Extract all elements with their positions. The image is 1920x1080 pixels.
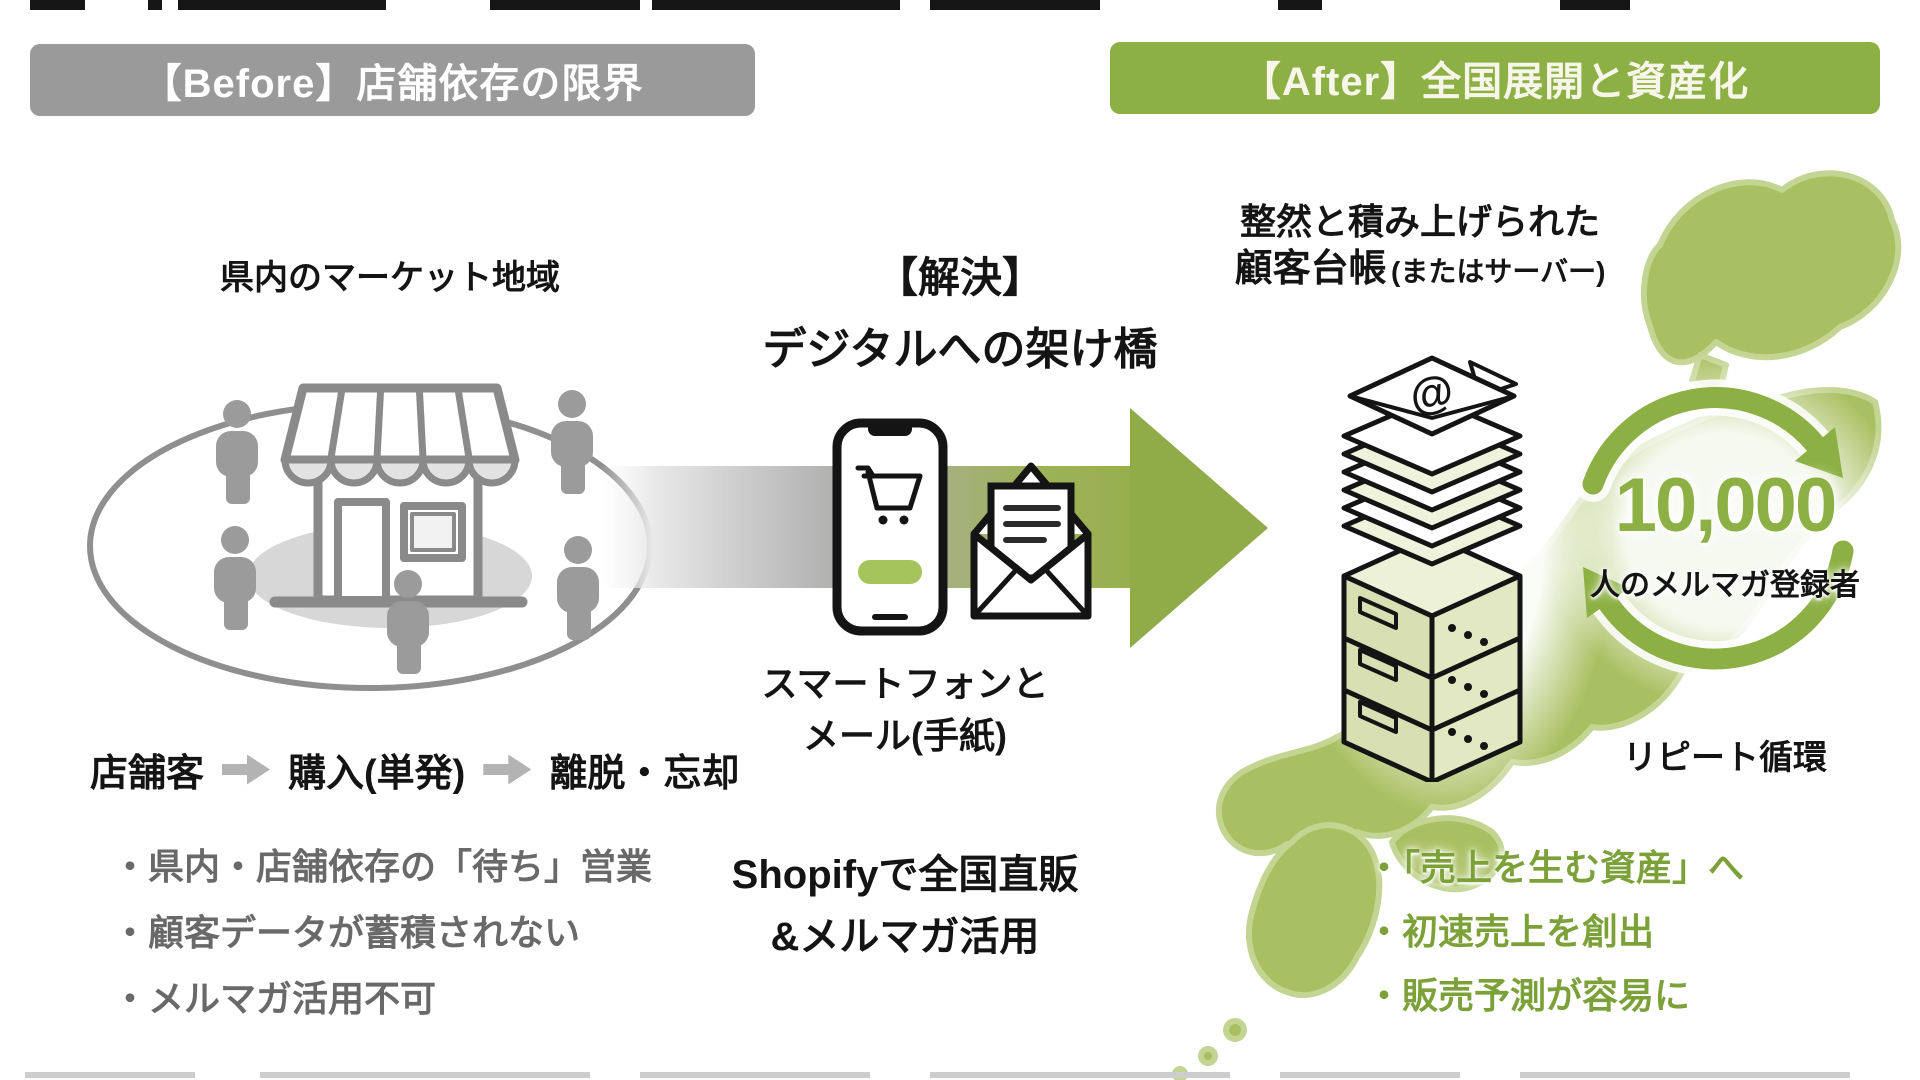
cropped-edge-fragment <box>490 0 640 10</box>
phone-home-bar <box>872 614 908 620</box>
before-bullet: ・顧客データが蓄積されない <box>112 912 581 953</box>
ledger-heading-line2-sub: (またはサーバー) <box>1391 256 1606 287</box>
subscriber-count-label: 人のメルマガ登録者 <box>1590 569 1860 602</box>
flow-arrow-icon <box>222 754 271 785</box>
repeat-cycle-label: リピート循環 <box>1623 739 1827 777</box>
store-icon <box>269 383 528 608</box>
cropped-edge-fragment <box>652 0 900 10</box>
cropped-edge-fragment <box>260 1072 590 1078</box>
ledger-heading-line2-main: 顧客台帳 <box>1234 248 1387 290</box>
cropped-edge-fragment <box>178 0 236 10</box>
cropped-edge-fragment <box>1278 0 1322 10</box>
open-envelope-icon <box>970 462 1092 620</box>
cropped-edge-fragment <box>25 1072 195 1078</box>
cropped-edge-fragment <box>148 0 162 10</box>
ledger-heading-line1: 整然と積み上げられた <box>1239 201 1600 242</box>
flow-arrow-icon <box>483 754 532 785</box>
server-stack-icon: @ <box>1341 355 1523 782</box>
after-bullet-list: ・「売上を生む資産」へ ・初速売上を創出 ・販売予測が容易に <box>1366 836 1744 1028</box>
cropped-edge-fragment <box>930 1072 1230 1078</box>
phone-button <box>858 560 922 584</box>
before-bullet-list: ・県内・店舗依存の「待ち」営業 ・顧客データが蓄積されない ・メルマガ活用不可 <box>112 834 652 1032</box>
before-banner-title: 【Before】店舗依存の限界 <box>141 62 644 106</box>
flow-step-purchase: 購入(単発) <box>288 753 466 795</box>
cropped-edge-fragment <box>1280 1072 1460 1078</box>
flow-step-store-customer: 店舗客 <box>90 753 205 795</box>
after-bullet: ・初速売上を創出 <box>1366 911 1655 952</box>
after-banner-title: 【After】全国展開と資産化 <box>1240 60 1750 104</box>
smartphone-icon <box>832 418 948 636</box>
after-bullet: ・販売予測が容易に <box>1366 975 1691 1016</box>
before-bullet: ・メルマガ活用不可 <box>112 978 437 1019</box>
market-area-label: 県内のマーケット地域 <box>220 259 560 297</box>
arrow-head <box>1130 408 1268 648</box>
cropped-edge-fragment <box>30 0 85 10</box>
solution-footer: Shopifyで全国直販 &メルマガ活用 <box>680 844 1130 968</box>
cropped-edge-fragment <box>1520 1072 1850 1078</box>
solution-caption: スマートフォンと メール(手紙) <box>690 658 1120 762</box>
cropped-edge-fragment <box>930 0 1100 10</box>
cropped-edge-fragment <box>640 1072 870 1078</box>
solution-caption-line2: メール(手紙) <box>803 715 1007 756</box>
ledger-heading: 整然と積み上げられた 顧客台帳 (またはサーバー) <box>1170 198 1670 300</box>
subscriber-count: 10,000 <box>1614 463 1837 548</box>
cropped-edge-fragment <box>1560 0 1630 10</box>
cycle-arrows-icon <box>1575 379 1861 677</box>
solution-title-line2: デジタルへの架け橋 <box>762 325 1158 374</box>
flow-step-churn: 離脱・忘却 <box>549 753 740 795</box>
solution-title-line1: 【解決】 <box>875 254 1044 301</box>
solution-caption-line1: スマートフォンと <box>761 663 1049 704</box>
solution-footer-line2: &メルマガ活用 <box>770 915 1040 959</box>
email-at-icon <box>1347 355 1518 437</box>
at-symbol: @ <box>1406 366 1457 422</box>
solution-title: 【解決】 デジタルへの架け橋 <box>740 244 1180 377</box>
person-icon <box>557 536 599 640</box>
before-bullet: ・県内・店舗依存の「待ち」営業 <box>112 846 653 887</box>
phone-notch <box>868 424 912 436</box>
shopping-cart-icon <box>855 465 923 525</box>
before-banner: 【Before】店舗依存の限界 <box>30 44 755 116</box>
customer-flow: 店舗客 購入(単発) 離脱・忘却 <box>90 742 739 797</box>
server-box <box>1341 533 1523 681</box>
solution-footer-line1: Shopifyで全国直販 <box>731 853 1079 897</box>
person-icon <box>214 526 256 630</box>
after-banner: 【After】全国展開と資産化 <box>1110 42 1880 114</box>
after-bullet: ・「売上を生む資産」へ <box>1366 847 1745 888</box>
store-market-illustration <box>87 383 653 691</box>
cropped-edge-fragment <box>236 0 386 10</box>
person-icon <box>551 390 593 494</box>
